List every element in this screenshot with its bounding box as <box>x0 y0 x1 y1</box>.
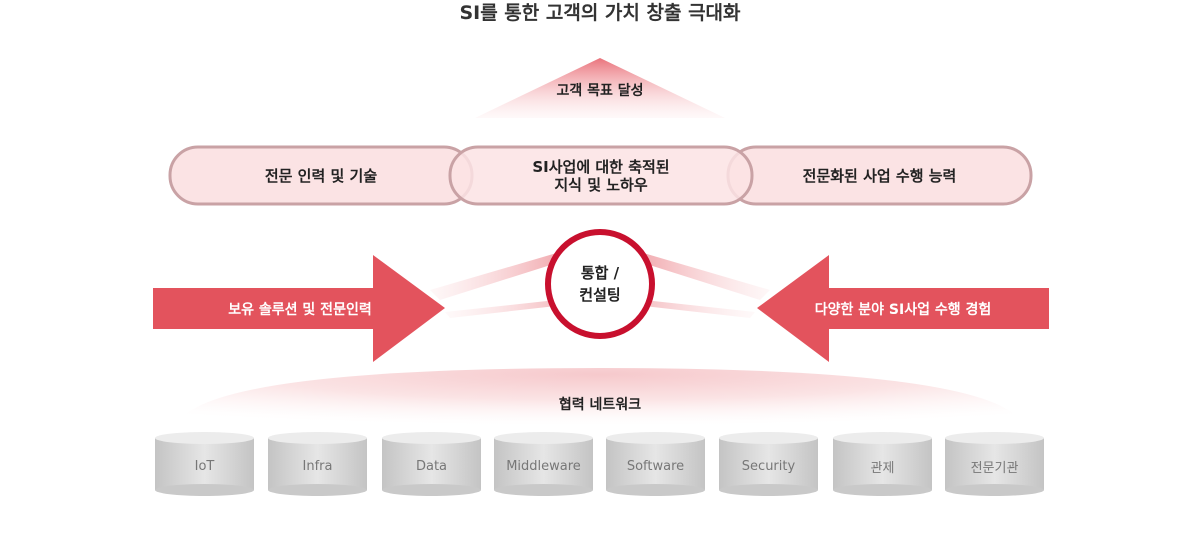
right-arrow-shape <box>757 255 1049 362</box>
beam-right <box>640 252 770 300</box>
left-arrow-label: 보유 솔루션 및 전문인력 <box>228 301 372 318</box>
network-item-control: 관제 <box>870 460 895 476</box>
pill-shape-2 <box>448 145 754 206</box>
right-arrow-label: 다양한 분야 SI사업 수행 경험 <box>814 301 992 318</box>
cylinder-2 <box>268 432 367 496</box>
network-item-agency: 전문기관 <box>970 460 1019 476</box>
pill-3: 전문화된 사업 수행 능력 <box>733 150 1026 201</box>
beam-left <box>430 252 560 300</box>
cylinder-5 <box>606 432 705 496</box>
pill-1-text: 전문 인력 및 기술 <box>264 166 378 185</box>
cylinder-3 <box>382 432 481 496</box>
network-item-iot: IoT <box>194 458 215 474</box>
cylinder-7 <box>833 432 932 496</box>
cylinder-1 <box>155 432 254 496</box>
cylinder-4 <box>494 432 593 496</box>
beam-right-2 <box>644 300 755 318</box>
goal-label: 고객 목표 달성 <box>556 83 644 99</box>
left-arrow-shape <box>153 255 445 362</box>
pill-1: 전문 인력 및 기술 <box>175 150 467 201</box>
network-item-middleware: Middleware <box>506 458 581 474</box>
pill-3-text: 전문화된 사업 수행 능력 <box>802 166 957 185</box>
pill-2-line-1: SI사업에 대한 축적된 <box>532 157 670 176</box>
pill-2: SI사업에 대한 축적된 지식 및 노하우 <box>455 150 747 201</box>
beam-left-2 <box>445 300 556 318</box>
pill-2-line-2: 지식 및 노하우 <box>554 175 648 194</box>
center-circle <box>545 229 655 339</box>
cylinder-8 <box>945 432 1044 496</box>
page-title: SI를 통한 고객의 가치 창출 극대화 <box>459 2 741 24</box>
network-item-software: Software <box>626 458 685 474</box>
goal-triangle <box>475 58 725 118</box>
center-line-1: 통합 / <box>580 264 620 282</box>
network-item-data: Data <box>415 458 448 474</box>
network-item-infra: Infra <box>302 458 333 474</box>
cylinder-6 <box>719 432 818 496</box>
network-dome <box>175 368 1025 432</box>
center-line-2: 컨설팅 <box>579 286 621 304</box>
network-label: 협력 네트워크 <box>558 397 642 413</box>
network-item-security: Security <box>741 458 796 474</box>
cylinder-group <box>155 432 1044 496</box>
center-label: 통합 / 컨설팅 <box>552 236 648 332</box>
